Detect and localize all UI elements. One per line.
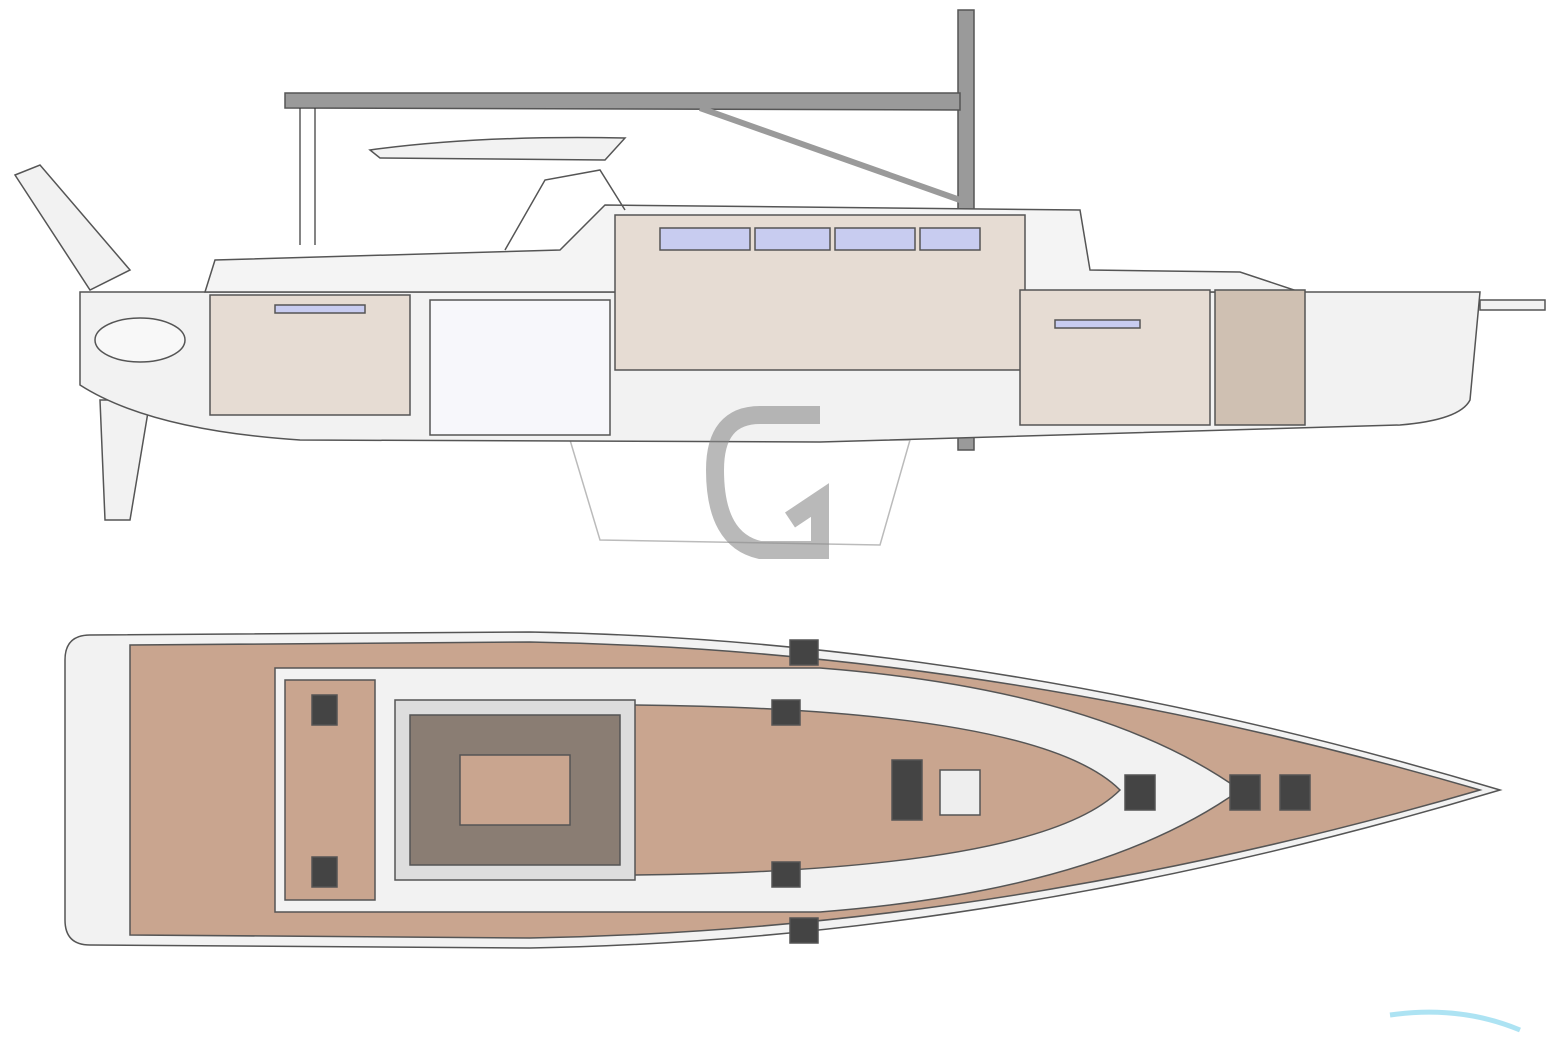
tender <box>94 317 186 363</box>
rudder <box>99 399 151 521</box>
hatch <box>1124 774 1156 811</box>
watermark-logo <box>705 406 829 559</box>
hull-window <box>1054 319 1141 329</box>
cockpit-windscreen <box>504 169 626 251</box>
hatch <box>771 861 801 888</box>
bowsprit <box>1479 299 1546 311</box>
mast-base <box>939 769 981 816</box>
boom <box>284 92 961 111</box>
vang <box>698 105 962 203</box>
saloon-window <box>919 227 981 251</box>
brand-logo-watermark <box>1389 1009 1521 1033</box>
hull-window <box>274 304 366 314</box>
side-profile-view <box>13 9 1546 559</box>
backstay-fitting <box>13 164 132 291</box>
deck-plan-view <box>64 631 1521 1033</box>
hatch <box>1279 774 1311 811</box>
saloon-window <box>834 227 916 251</box>
cockpit-table-top <box>459 754 571 826</box>
forepeak-storage <box>1214 289 1306 426</box>
hatch <box>771 699 801 726</box>
hatch <box>311 694 338 726</box>
hatch <box>789 639 819 666</box>
saloon-window <box>659 227 751 251</box>
engine-room <box>429 299 611 436</box>
saloon-window <box>754 227 831 251</box>
hardtop <box>368 136 627 161</box>
hatch <box>1229 774 1261 811</box>
hatch <box>891 759 923 821</box>
hatch <box>789 917 819 944</box>
hatch <box>311 856 338 888</box>
forward-cabin <box>1019 289 1211 426</box>
aft-cabin <box>209 294 411 416</box>
